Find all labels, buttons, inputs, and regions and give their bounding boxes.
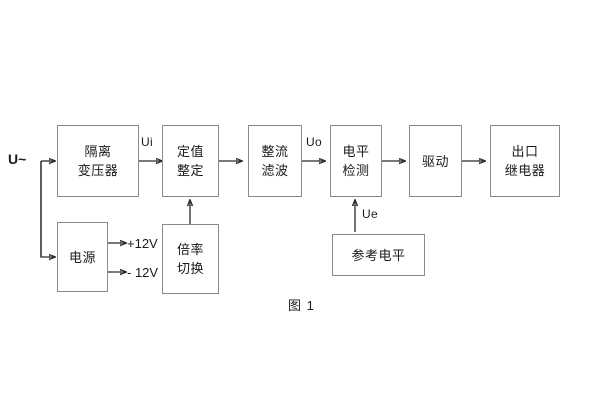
block-line: 整定 xyxy=(176,163,204,178)
block-line: 变压器 xyxy=(77,163,119,178)
block-line: 整流 xyxy=(261,144,289,159)
power-rail-negative-label: - 12V xyxy=(127,265,159,280)
figure-caption: 图 1 xyxy=(288,298,315,313)
block-line: 检测 xyxy=(342,163,370,178)
block-line: 电平 xyxy=(342,144,370,159)
block-setting-adjust[interactable]: 定值 整定 xyxy=(162,125,219,197)
block-line: 滤波 xyxy=(261,163,289,178)
block-level-detect[interactable]: 电平 检测 xyxy=(330,125,382,197)
block-reference-level[interactable]: 参考电平 xyxy=(332,234,425,276)
block-line: 定值 xyxy=(176,144,204,159)
power-rail-positive-label: +12V xyxy=(127,236,158,251)
block-isolation-transformer[interactable]: 隔离 变压器 xyxy=(57,125,139,197)
block-line: 倍率 xyxy=(176,242,204,257)
block-multiplier-switch[interactable]: 倍率 切换 xyxy=(162,224,219,294)
signal-label-uo: Uo xyxy=(306,135,322,149)
block-line: 切换 xyxy=(176,261,204,276)
block-power-supply[interactable]: 电源 xyxy=(57,222,108,292)
block-line: 隔离 xyxy=(84,144,112,159)
input-source-label: U~ xyxy=(8,151,27,167)
block-drive[interactable]: 驱动 xyxy=(409,125,462,197)
block-line: 继电器 xyxy=(504,163,546,178)
block-line: 参考电平 xyxy=(351,247,406,263)
block-output-relay[interactable]: 出口 继电器 xyxy=(490,125,560,197)
signal-label-ue: Ue xyxy=(362,207,378,221)
signal-label-ui: Ui xyxy=(141,135,153,149)
block-line: 出口 xyxy=(511,144,539,159)
block-rectify-filter[interactable]: 整流 滤波 xyxy=(248,125,302,197)
block-line: 驱动 xyxy=(421,153,449,169)
block-line: 电源 xyxy=(68,249,96,265)
